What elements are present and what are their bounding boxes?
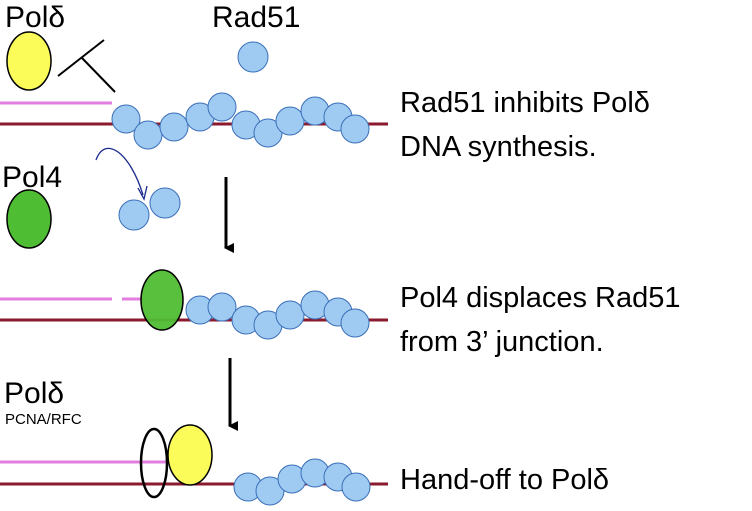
step-1-line-2: DNA synthesis.	[400, 131, 597, 163]
pcna-clamp	[139, 427, 169, 499]
pol-delta-1	[6, 31, 52, 91]
inhibit-bar-icon	[57, 39, 116, 93]
step-1-line-1: Rad51 inhibits Polδ	[400, 87, 650, 119]
step-2-line-1: Pol4 displaces Rad51	[400, 282, 681, 314]
pol4-2	[140, 269, 184, 331]
panel-1	[0, 31, 388, 249]
rad51-label-top: Rad51	[212, 1, 300, 34]
rad51-filament-3	[233, 458, 371, 506]
panel-3	[0, 424, 388, 506]
rad51-displaced	[118, 187, 181, 231]
curved-arrow-icon	[95, 147, 148, 201]
panel-2	[0, 269, 388, 340]
pol-delta-label-bottom: Polδ	[4, 377, 64, 410]
pol4-label: Pol4	[2, 161, 62, 194]
step-3-line-1: Hand-off to Polδ	[400, 464, 609, 496]
pol4-1	[6, 189, 52, 249]
step-2-line-2: from 3’ junction.	[400, 326, 604, 358]
pol-delta-label-top: Polδ	[5, 1, 65, 34]
pcna-rfc-label: PCNA/RFC	[5, 411, 82, 428]
rad51-filament-1	[111, 92, 370, 150]
rad51-free-top	[237, 41, 269, 73]
rad51-filament-2	[185, 290, 370, 340]
pol-delta-3	[167, 424, 213, 486]
